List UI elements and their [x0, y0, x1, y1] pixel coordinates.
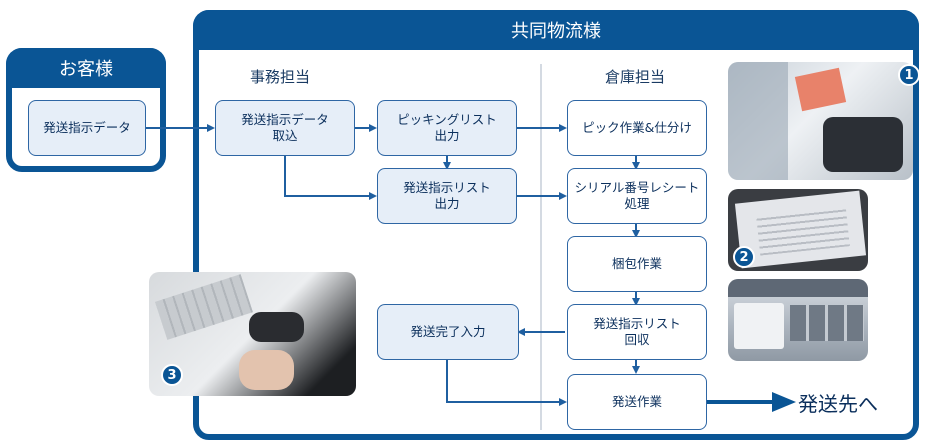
serial-box: シリアル番号レシート 処理	[567, 168, 707, 224]
picking-list-box: ピッキングリスト 出力	[377, 100, 517, 156]
provider-title: 共同物流様	[193, 10, 919, 50]
photo-scanner-printer	[728, 62, 913, 180]
printer-shape	[823, 117, 903, 172]
arrow-import-to-shiplist	[284, 156, 377, 200]
complete-input-box: 発送完了入力	[377, 304, 519, 360]
badge-3: 3	[161, 364, 183, 386]
badge-2: 2	[733, 246, 755, 268]
scanner-device-shape	[249, 312, 304, 342]
orange-box-shape	[794, 67, 847, 112]
warehouse-title: 倉庫担当	[604, 68, 665, 86]
badge-1: 1	[898, 64, 920, 86]
customer-title: お客様	[6, 48, 166, 88]
dock-roof-shape	[728, 279, 868, 297]
truck-shape	[734, 303, 784, 349]
hand-shape	[239, 350, 294, 390]
collect-box: 発送指示リスト 回収	[567, 304, 707, 360]
import-box: 発送指示データ 取込	[215, 100, 355, 156]
keyboard-shape	[155, 274, 253, 340]
dock-doors-shape	[790, 305, 864, 341]
office-title: 事務担当	[249, 68, 310, 86]
pack-box: 梱包作業	[567, 236, 707, 292]
pick-box: ピック作業&仕分け	[567, 100, 707, 156]
arrow-complete-to-ship	[446, 360, 567, 406]
shipping-list-box: 発送指示リスト 出力	[377, 168, 517, 224]
destination-label: 発送先へ	[798, 392, 878, 416]
scanner-hand-shape	[728, 62, 788, 180]
photo-desk-scanning	[149, 272, 356, 396]
photo-truck-dock	[728, 279, 868, 361]
customer-data-box: 発送指示データ	[28, 100, 146, 156]
ship-box: 発送作業	[567, 374, 707, 430]
